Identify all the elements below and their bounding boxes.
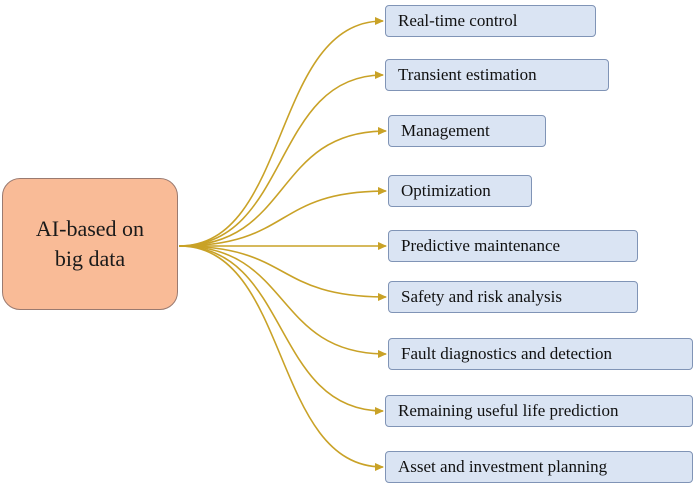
branch-remaining-useful-life: Remaining useful life prediction <box>385 395 693 427</box>
connector-arrow-8 <box>178 245 384 415</box>
center-node: AI-based on big data <box>2 178 178 310</box>
branch-label: Safety and risk analysis <box>401 287 562 306</box>
branch-label: Optimization <box>401 181 491 200</box>
branch-real-time-control: Real-time control <box>385 5 596 37</box>
branch-label: Asset and investment planning <box>398 457 608 476</box>
branch-label: Real-time control <box>398 11 518 30</box>
connector-arrow-7 <box>178 245 387 358</box>
connector-arrow-6 <box>178 245 387 301</box>
branch-label: Fault diagnostics and detection <box>401 344 613 363</box>
branch-transient-estimation: Transient estimation <box>385 59 609 91</box>
branch-predictive-maintenance: Predictive maintenance <box>388 230 638 262</box>
branch-label: Predictive maintenance <box>401 236 561 255</box>
connector-arrow-4 <box>178 187 387 247</box>
connector-arrow-9 <box>178 245 384 471</box>
branch-asset-investment-planning: Asset and investment planning <box>385 451 693 483</box>
branch-management: Management <box>388 115 546 147</box>
connector-arrow-2 <box>178 71 384 247</box>
connector-arrow-1 <box>178 17 384 247</box>
branch-safety-risk-analysis: Safety and risk analysis <box>388 281 638 313</box>
branch-label: Management <box>401 121 490 140</box>
branch-fault-diagnostics-detection: Fault diagnostics and detection <box>388 338 693 370</box>
branch-optimization: Optimization <box>388 175 532 207</box>
connector-arrow-3 <box>178 127 387 247</box>
branch-label: Remaining useful life prediction <box>398 401 619 420</box>
branch-label: Transient estimation <box>398 65 537 84</box>
center-label-line1: AI-based on <box>35 216 145 241</box>
center-label-line2: big data <box>54 246 126 271</box>
